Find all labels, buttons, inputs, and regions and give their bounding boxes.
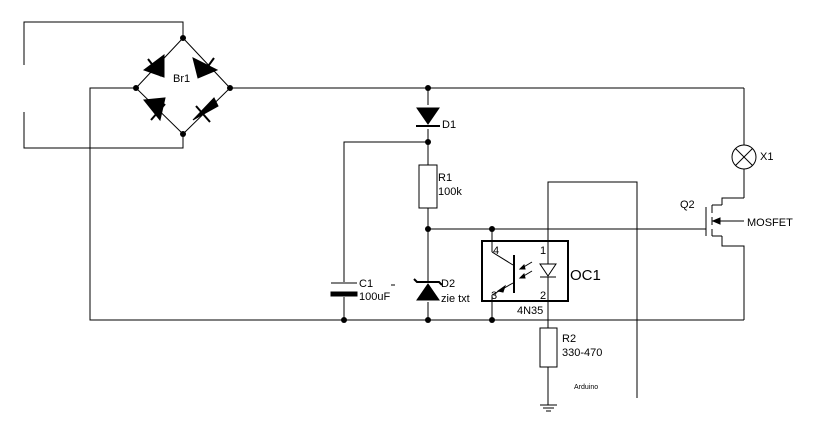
r2-value: 330-470: [562, 347, 602, 359]
bridge-label: Br1: [173, 73, 190, 85]
bridge-diode-bottom-left: [143, 97, 166, 122]
q2-label: Q2: [680, 199, 695, 211]
mosfet-q2: Q2 MOSFET: [680, 199, 793, 237]
arduino-label: Arduino: [574, 384, 598, 391]
oc1-pin-2: 2: [540, 290, 546, 302]
bridge-diode-top-right: [192, 57, 219, 79]
r1-label: R1: [438, 172, 452, 184]
wires: [89, 87, 745, 405]
ground-symbol: [540, 404, 557, 412]
resistor-r2: R2 330-470: [539, 327, 602, 368]
r1-value: 100k: [438, 186, 462, 198]
zener-diode-d2: D2 zie txt: [413, 278, 470, 305]
oc1-label: OC1: [570, 267, 601, 284]
oc1-pin-1: 1: [540, 245, 546, 257]
optocoupler-oc1: 4 1 3 2 OC1 4N35: [481, 240, 601, 317]
d1-label: D1: [442, 119, 456, 131]
oc1-pin-4: 4: [493, 245, 499, 257]
x1-label: X1: [760, 151, 773, 163]
d2-value: zie txt: [441, 293, 470, 305]
capacitor-c1: C1 100uF: [330, 278, 395, 303]
d2-label: D2: [441, 278, 455, 290]
bridge-diode-bottom-right: [192, 97, 219, 123]
junctions: [133, 35, 495, 323]
resistor-r1: R1 100k: [418, 164, 462, 209]
bridge-rectifier: Br1: [135, 37, 231, 135]
r2-label: R2: [562, 333, 576, 345]
oc1-pin-3: 3: [491, 290, 497, 302]
oc1-part: 4N35: [517, 305, 543, 317]
diode-d1: D1: [416, 107, 456, 131]
bridge-diode-top-left: [142, 54, 165, 78]
ac-input-wires: [23, 21, 184, 149]
c1-value: 100uF: [359, 291, 390, 303]
c1-label: C1: [359, 278, 373, 290]
q2-type: MOSFET: [747, 217, 793, 229]
lamp-x1: X1: [731, 144, 773, 170]
